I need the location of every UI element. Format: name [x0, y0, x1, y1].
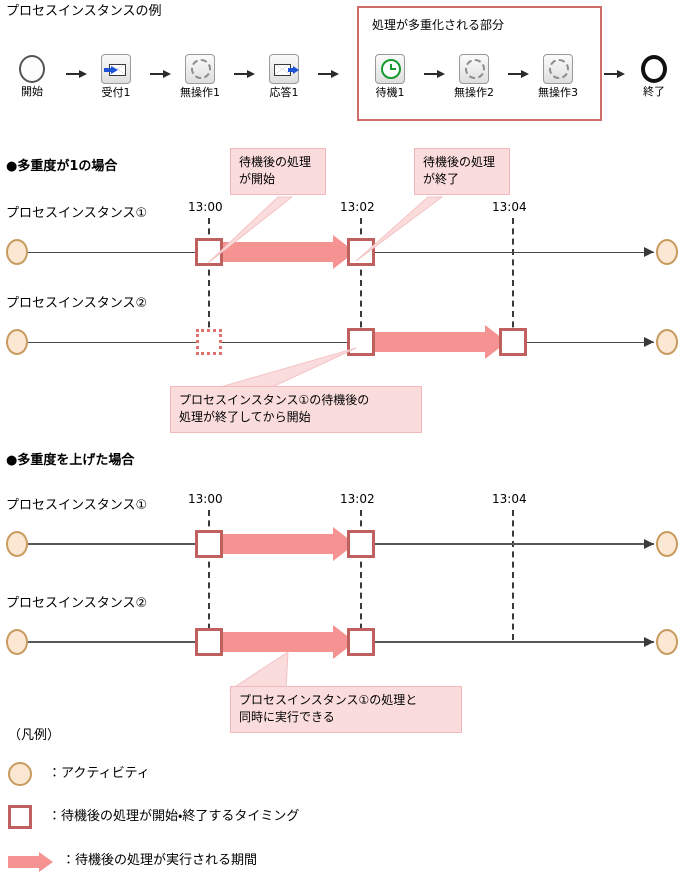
oval-activity-icon: [656, 329, 678, 355]
timeline-gridline-1300: [208, 510, 210, 640]
legend-item-label: ：待機後の処理が開始・終了するタイミング: [48, 809, 300, 824]
legend-title: （凡例）: [8, 728, 61, 743]
oval-activity-icon: [8, 762, 32, 786]
start-circle-icon: [19, 55, 45, 83]
time-label-1302: 13:02: [340, 492, 375, 506]
callout-after-previous: プロセスインスタンス①の待機後の 処理が終了してから開始: [170, 386, 422, 433]
timeline-row-s1-r2: [0, 322, 688, 362]
timeline-end-arrow: [644, 247, 654, 257]
square-marker-icon: [8, 805, 32, 829]
timeline-end-arrow: [644, 539, 654, 549]
duration-bar: [215, 534, 335, 554]
marker-skipped-1300: [196, 329, 222, 355]
callout-wait-start: 待機後の処理 が開始: [230, 148, 326, 195]
envelope-in-icon: [101, 54, 131, 84]
page-title: プロセスインスタンスの例: [6, 4, 162, 19]
timeline-gridline-1302: [360, 218, 362, 348]
oval-activity-icon: [656, 531, 678, 557]
duration-bar: [215, 242, 335, 262]
end-circle-icon: [641, 55, 667, 83]
marker-end-1302[interactable]: [347, 530, 375, 558]
multiplex-region-box: [357, 6, 602, 121]
flow-node-start[interactable]: 開始: [4, 55, 60, 98]
timeline-end-arrow: [644, 337, 654, 347]
row-label-instance-1: プロセスインスタンス①: [6, 206, 148, 221]
pink-arrow-head-icon: [39, 852, 53, 872]
dashed-circle-icon: [185, 54, 215, 84]
row-label-instance-1: プロセスインスタンス①: [6, 498, 148, 513]
timeline-gridline-1304: [512, 218, 514, 348]
oval-activity-icon: [6, 329, 28, 355]
oval-activity-icon: [656, 629, 678, 655]
flow-node-label: 待機1: [375, 86, 405, 99]
flow-node-label: 無操作3: [538, 86, 578, 99]
legend-item-label: ：アクティビティ: [48, 766, 150, 781]
flow-node-noop1[interactable]: 無操作1: [172, 54, 228, 99]
time-label-1304: 13:04: [492, 492, 527, 506]
section-1-heading: ●多重度が1の場合: [6, 159, 118, 174]
flow-node-response1[interactable]: 応答1: [256, 54, 312, 99]
marker-end-1302[interactable]: [347, 238, 375, 266]
duration-bar: [367, 332, 487, 352]
time-label-1302: 13:02: [340, 200, 375, 214]
marker-end-1304[interactable]: [499, 328, 527, 356]
marker-end-1302[interactable]: [347, 628, 375, 656]
timeline-gridline-1304: [512, 510, 514, 640]
clock-icon: [375, 54, 405, 84]
legend-item-marker: ：待機後の処理が開始・終了するタイミング: [6, 803, 606, 833]
envelope-out-icon: [269, 54, 299, 84]
flow-node-noop3[interactable]: 無操作3: [530, 54, 586, 99]
section-2-heading: ●多重度を上げた場合: [6, 453, 135, 468]
duration-bar: [215, 632, 335, 652]
marker-start-1302[interactable]: [347, 328, 375, 356]
timeline-row-s2-r2: [0, 622, 688, 662]
timeline-gridline-1302: [360, 510, 362, 640]
dashed-circle-icon: [459, 54, 489, 84]
oval-activity-icon: [6, 531, 28, 557]
marker-start-1300[interactable]: [195, 628, 223, 656]
flow-node-label: 開始: [21, 85, 43, 98]
timeline-row-s1-r1: [0, 232, 688, 272]
flow-node-noop2[interactable]: 無操作2: [446, 54, 502, 99]
flow-node-end[interactable]: 終了: [626, 55, 682, 98]
row-label-instance-2: プロセスインスタンス②: [6, 596, 148, 611]
time-label-1304: 13:04: [492, 200, 527, 214]
oval-activity-icon: [6, 239, 28, 265]
marker-start-1300[interactable]: [195, 530, 223, 558]
callout-tail-end: [355, 196, 444, 262]
callout-parallel-execution: プロセスインスタンス①の処理と 同時に実行できる: [230, 686, 462, 733]
timeline-end-arrow: [644, 637, 654, 647]
row-label-instance-2: プロセスインスタンス②: [6, 296, 148, 311]
flow-node-label: 応答1: [269, 86, 299, 99]
callout-tail-start: [207, 196, 294, 264]
legend-item-duration: ：待機後の処理が実行される期間: [6, 848, 606, 878]
flow-node-wait1[interactable]: 待機1: [362, 54, 418, 99]
timeline-gridline-1300: [208, 218, 210, 348]
flow-node-label: 無操作2: [454, 86, 494, 99]
multiplex-region-label: 処理が多重化される部分: [372, 18, 505, 32]
flow-node-label: 終了: [643, 85, 665, 98]
callout-wait-end: 待機後の処理 が終了: [414, 148, 510, 195]
legend-item-label: ：待機後の処理が実行される期間: [62, 853, 258, 868]
pink-arrow-icon: [8, 856, 40, 868]
legend-item-activity: ：アクティビティ: [6, 760, 606, 790]
timeline-row-s2-r1: [0, 524, 688, 564]
dashed-circle-icon: [543, 54, 573, 84]
time-label-1300: 13:00: [188, 200, 223, 214]
oval-activity-icon: [6, 629, 28, 655]
time-label-1300: 13:00: [188, 492, 223, 506]
flow-node-label: 無操作1: [180, 86, 220, 99]
oval-activity-icon: [656, 239, 678, 265]
flow-node-reception1[interactable]: 受付1: [88, 54, 144, 99]
process-flow-diagram: 処理が多重化される部分 開始 受付1 無操作1: [0, 0, 688, 140]
flow-node-label: 受付1: [101, 86, 131, 99]
